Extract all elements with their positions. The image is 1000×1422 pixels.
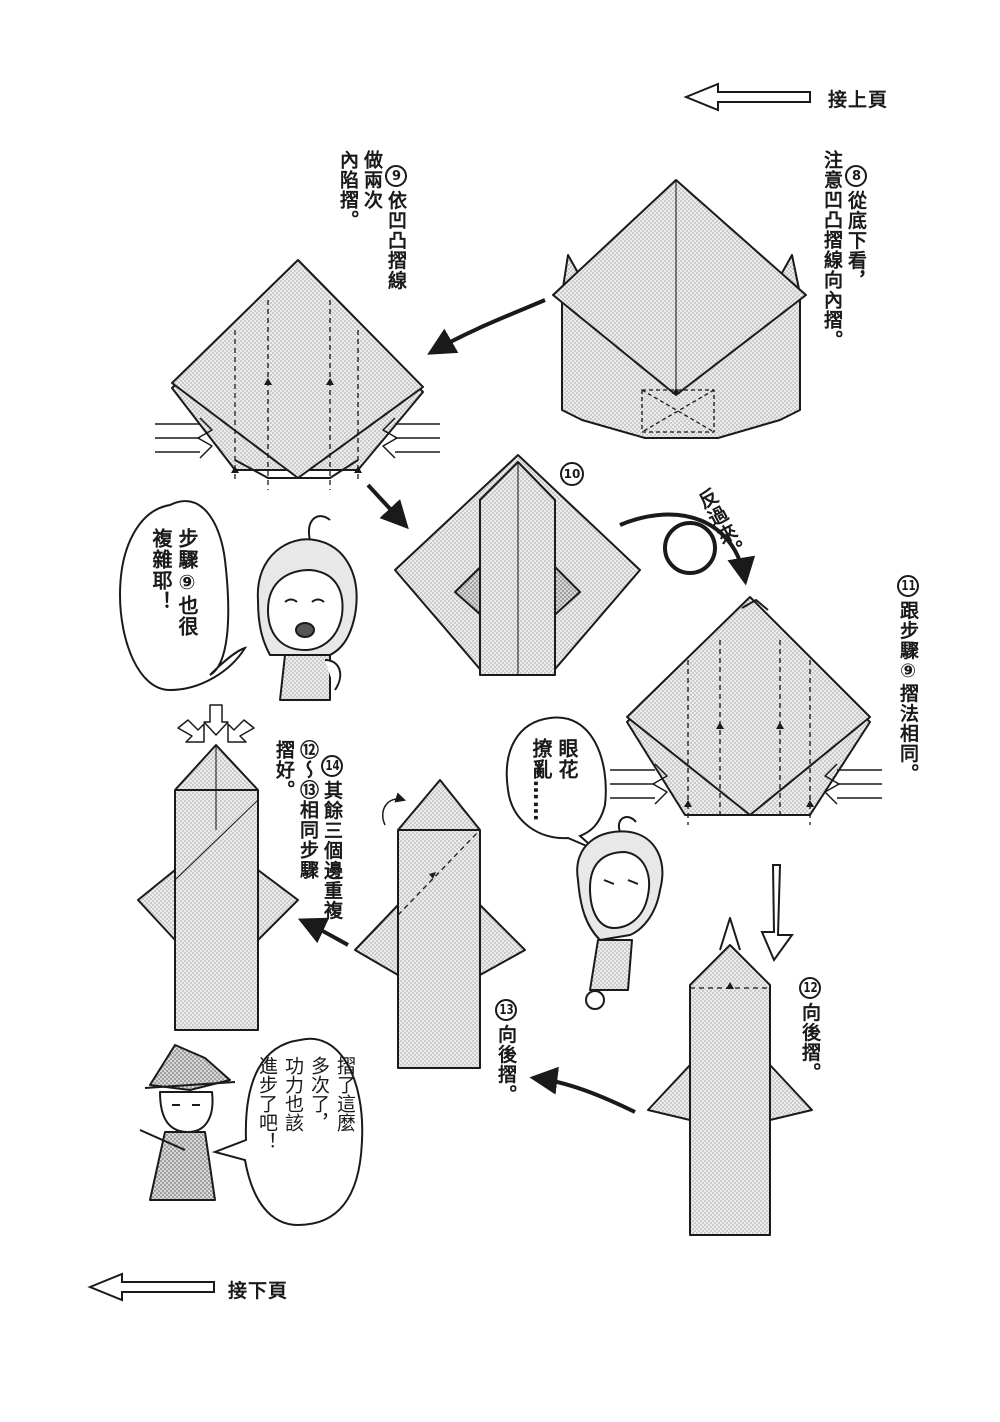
prev-page-label[interactable]: 接上頁: [828, 89, 889, 111]
step-11-number: 11: [897, 575, 919, 598]
step-8-to-9-arrow: [427, 298, 546, 355]
step-9-instruction: 9依凹凸摺線 做兩次 內陷摺。: [336, 150, 432, 290]
step-14-number: 14: [321, 755, 343, 778]
step-9-to-10-arrow: [366, 483, 409, 530]
step-8-text: 從底下看， 注意凹凸摺線向內摺。: [821, 150, 867, 350]
step-8-model: [552, 179, 807, 439]
speech-girl-1-text: 步驟⑨也很 複雜耶！: [149, 528, 199, 637]
step-14-model: [137, 704, 299, 1031]
step-10-model: [394, 454, 641, 676]
step-11-to-12-arrow: [760, 864, 794, 963]
step-12-to-13-arrow: [529, 1066, 636, 1114]
speech-bubble-wizard: [211, 1037, 364, 1227]
step-13-model: [354, 779, 526, 1069]
speech-girl-2-text: 眼花 撩亂……: [529, 738, 579, 822]
chibi-girl-dizzy: [576, 816, 664, 1010]
step-13-instruction: 13向後摺。: [494, 984, 542, 1104]
step-9-model: [155, 259, 440, 490]
prev-page-arrow-icon[interactable]: [683, 82, 811, 112]
chibi-wizard: [139, 1044, 236, 1201]
flip-symbol: [619, 512, 756, 586]
step-13-number: 13: [495, 999, 517, 1022]
step-11-model: [610, 596, 882, 825]
step-9-text: 依凹凸摺線 做兩次 內陷摺。: [337, 150, 407, 291]
next-page-label[interactable]: 接下頁: [228, 1280, 289, 1302]
step-13-text: 向後摺。: [495, 1024, 517, 1105]
step-12-model: [647, 917, 813, 1236]
step-8-instruction: 8從底下看， 注意凹凸摺線向內摺。: [820, 150, 892, 350]
step-12-text: 向後摺。: [799, 1002, 821, 1083]
step-12-number: 12: [799, 977, 821, 1000]
chibi-girl-thinking: [256, 515, 358, 701]
step-14-text: 其餘三個邊重複 ⑫～⑬相同步驟 摺好。: [273, 740, 343, 921]
speech-bubble-girl-1: [118, 500, 248, 692]
step-11-instruction: 11跟步驟⑨摺法相同。: [896, 560, 944, 783]
step-11-text: 跟步驟⑨摺法相同。: [897, 600, 919, 784]
step-12-instruction: 12向後摺。: [798, 962, 846, 1082]
step-9-number: 9: [385, 165, 407, 188]
step-8-number: 8: [845, 165, 867, 188]
step-14-instruction: 14其餘三個邊重複 ⑫～⑬相同步驟 摺好。: [272, 740, 368, 920]
speech-bubble-girl-2: [505, 716, 607, 851]
step-10-number: 10: [560, 462, 584, 486]
next-page-arrow-icon[interactable]: [87, 1272, 215, 1302]
step-13-to-14-arrow: [297, 917, 349, 947]
speech-wizard-text: 摺了這麼 多次了， 功力也該 進步了吧！: [256, 1056, 356, 1151]
